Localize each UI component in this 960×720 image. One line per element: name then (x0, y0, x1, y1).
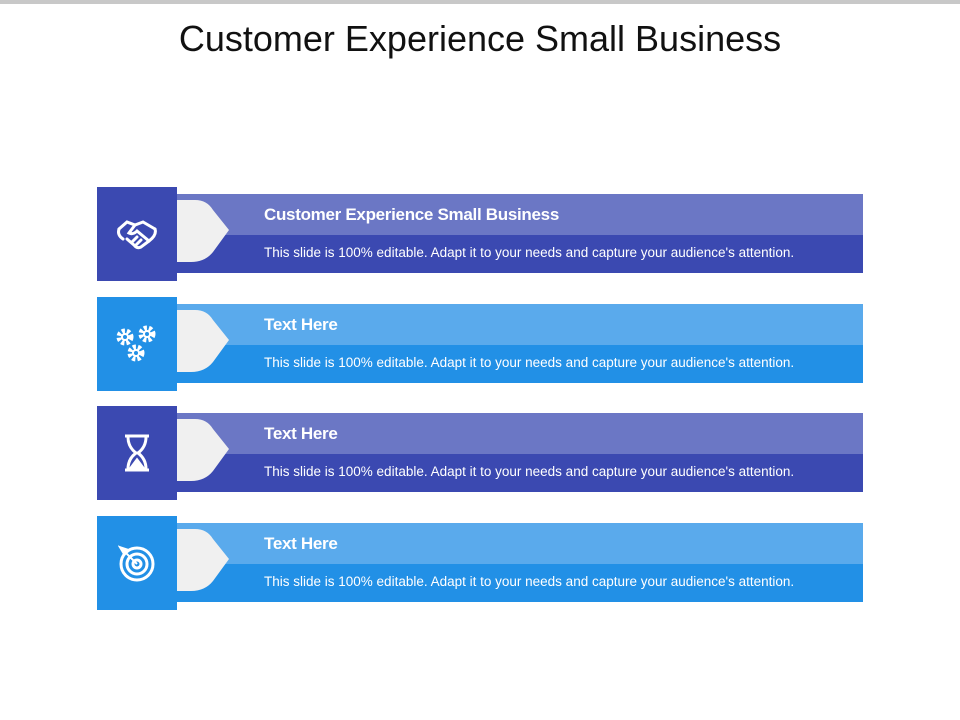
list-item: Customer Experience Small Business This … (97, 187, 863, 281)
arrow-tab (177, 310, 229, 372)
handshake-icon (117, 220, 157, 250)
icon-box (97, 187, 177, 281)
list-item: Text Here This slide is 100% editable. A… (97, 297, 863, 391)
icon-box (97, 297, 177, 391)
icon-box (97, 516, 177, 610)
item-description: This slide is 100% editable. Adapt it to… (264, 355, 795, 370)
item-description: This slide is 100% editable. Adapt it to… (264, 245, 795, 260)
top-border (0, 0, 960, 4)
page-title: Customer Experience Small Business (178, 18, 782, 59)
list-item: Text Here This slide is 100% editable. A… (97, 406, 863, 500)
gears-icon (116, 325, 156, 362)
item-description: This slide is 100% editable. Adapt it to… (264, 464, 795, 479)
hourglass-icon (125, 434, 149, 472)
item-heading: Text Here (264, 424, 338, 443)
item-description: This slide is 100% editable. Adapt it to… (264, 574, 795, 589)
arrow-tab (177, 200, 229, 262)
icon-box (97, 406, 177, 500)
banner (177, 304, 863, 383)
item-heading: Text Here (264, 315, 338, 334)
list-item: Text Here This slide is 100% editable. A… (97, 516, 863, 610)
item-heading: Text Here (264, 534, 338, 553)
banner (177, 194, 863, 273)
target-icon (118, 545, 155, 582)
arrow-tab (177, 529, 229, 591)
item-heading: Customer Experience Small Business (264, 205, 559, 224)
banner (177, 413, 863, 492)
banner (177, 523, 863, 602)
arrow-tab (177, 419, 229, 481)
